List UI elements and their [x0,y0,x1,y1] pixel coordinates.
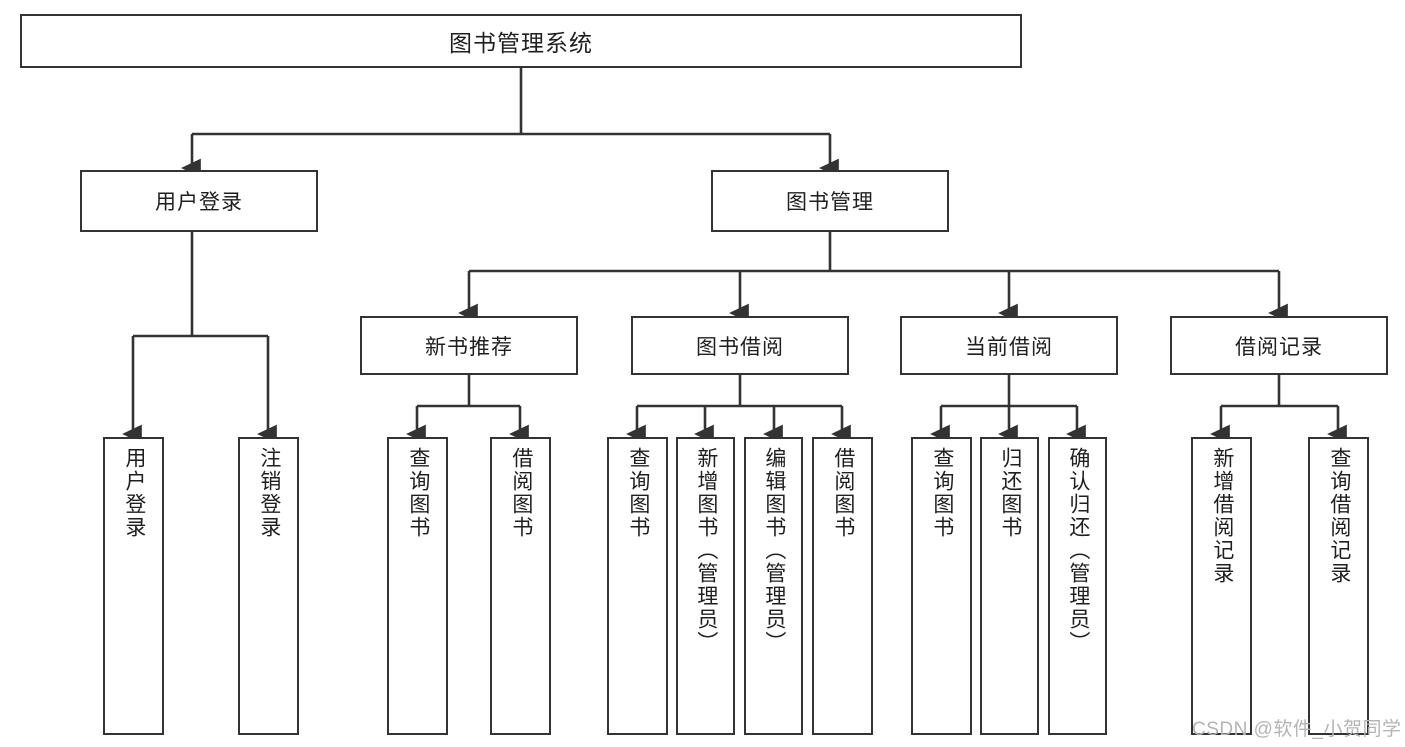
leaf-add-borrow-record[interactable]: 新增借阅记录 [1191,437,1252,735]
node-current-borrow[interactable]: 当前借阅 [900,316,1118,375]
node-label: 归还图书 [998,447,1022,539]
leaf-edit-book[interactable]: 编辑图书（管理员） [744,437,803,735]
csdn-watermark: CSDN @软件_小贺同学 [1192,719,1402,740]
node-book-borrow[interactable]: 图书借阅 [631,316,849,375]
leaf-return-book[interactable]: 归还图书 [980,437,1039,735]
leaf-borrow-book-2[interactable]: 借阅图书 [812,437,873,735]
leaf-borrow-book-1[interactable]: 借阅图书 [490,437,551,735]
node-user-login[interactable]: 用户登录 [80,170,318,232]
node-label: 图书借阅 [696,335,784,359]
node-label: 注销登录 [257,447,281,539]
node-label: 查询图书 [930,447,954,539]
node-book-manage[interactable]: 图书管理 [711,170,949,232]
node-borrow-record[interactable]: 借阅记录 [1170,316,1388,375]
node-label: 借阅记录 [1235,335,1323,359]
node-label: 借阅图书 [509,447,533,539]
node-label: 查询借阅记录 [1327,447,1351,585]
node-label: 新增图书（管理员） [694,447,718,654]
node-label: 新书推荐 [425,335,513,359]
node-label: 确认归还（管理员） [1066,447,1090,654]
leaf-user-login[interactable]: 用户登录 [103,437,164,735]
leaf-query-book-1[interactable]: 查询图书 [387,437,448,735]
node-label: 图书管理系统 [449,30,593,56]
node-label: 当前借阅 [965,335,1053,359]
node-label: 查询图书 [626,447,650,539]
leaf-add-book[interactable]: 新增图书（管理员） [676,437,735,735]
node-label: 借阅图书 [831,447,855,539]
node-label: 用户登录 [155,191,243,214]
leaf-query-borrow-record[interactable]: 查询借阅记录 [1308,437,1369,735]
node-label: 查询图书 [406,447,430,539]
leaf-logout-login[interactable]: 注销登录 [238,437,299,735]
leaf-query-book-2[interactable]: 查询图书 [607,437,668,735]
leaf-confirm-return[interactable]: 确认归还（管理员） [1048,437,1107,735]
node-label: 图书管理 [786,191,874,214]
node-label: 用户登录 [122,447,146,539]
node-new-book-recommend[interactable]: 新书推荐 [360,316,578,375]
node-root-book-management-system[interactable]: 图书管理系统 [20,14,1022,68]
node-label: 新增借阅记录 [1210,447,1234,585]
leaf-query-book-3[interactable]: 查询图书 [911,437,972,735]
node-label: 编辑图书（管理员） [762,447,786,654]
